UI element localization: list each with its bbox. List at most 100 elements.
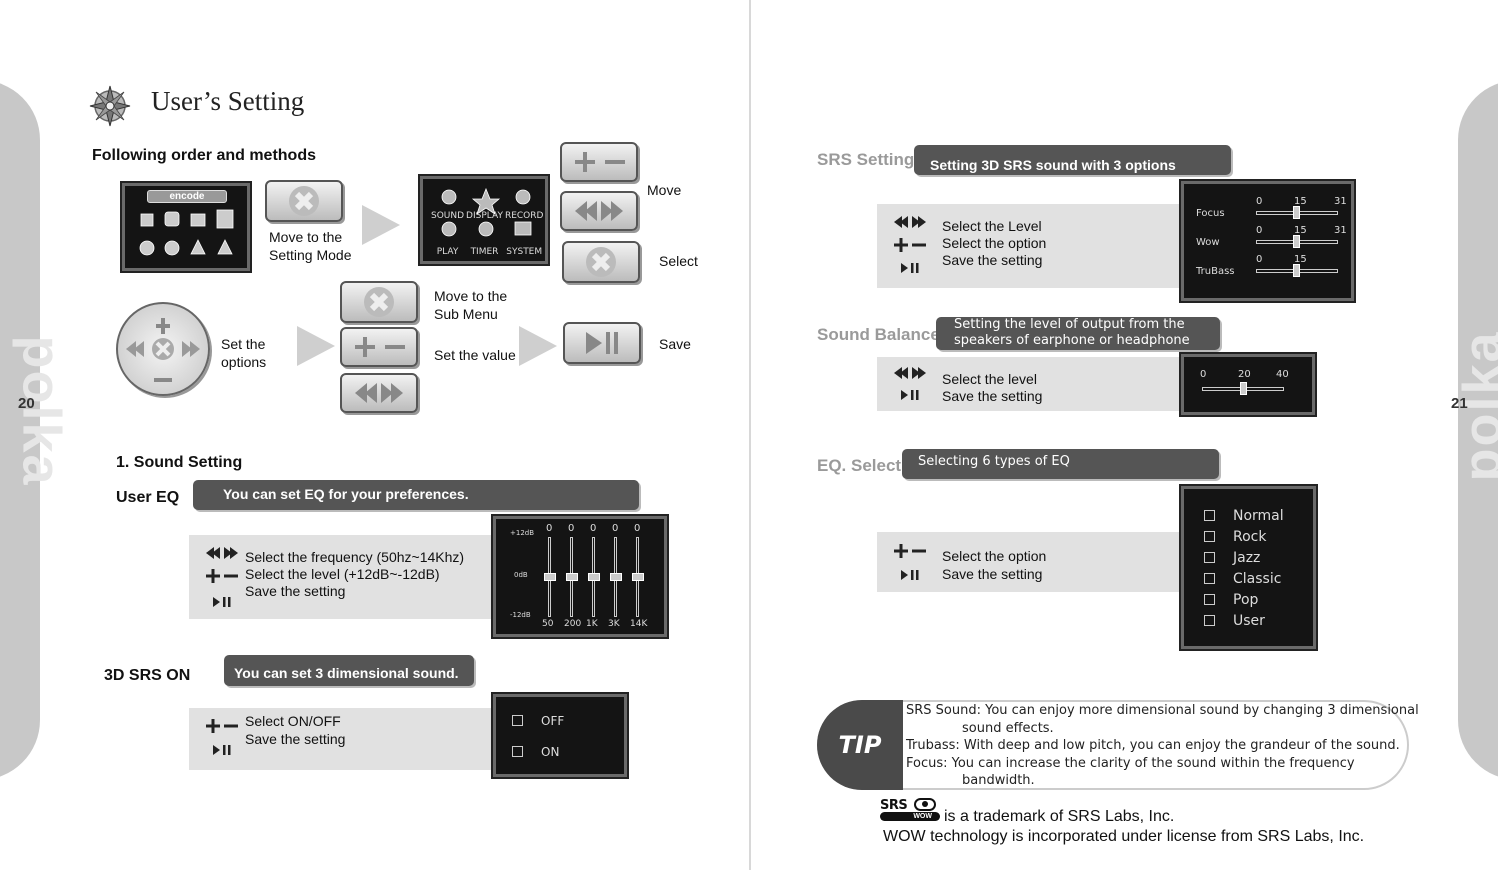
sound-balance-label: Sound Balance <box>817 325 940 344</box>
srs-slider-knob[interactable] <box>1292 264 1300 277</box>
eq-option-rock[interactable]: Rock <box>1204 526 1284 547</box>
eq-option-classic[interactable]: Classic <box>1204 568 1284 589</box>
compass-icon <box>88 84 132 133</box>
tip-line-2: sound effects. <box>962 720 1054 736</box>
menu-item-system: SYSTEM <box>506 247 543 257</box>
eq-option-pop[interactable]: Pop <box>1204 589 1284 610</box>
eq-select-control-icons <box>894 544 926 580</box>
left-page-number: 20 <box>18 395 35 412</box>
srs-slider-knob[interactable] <box>1292 235 1300 248</box>
select-icon <box>289 186 319 216</box>
sound-balance-line-2: Save the setting <box>942 388 1043 404</box>
eq-option-jazz[interactable]: Jazz <box>1204 547 1284 568</box>
srs-on-line-2: Save the setting <box>245 731 346 747</box>
srs-option-on-label: ON <box>541 744 560 759</box>
play-pause-button[interactable] <box>563 322 641 364</box>
balance-tick-40: 40 <box>1276 369 1289 380</box>
eq-band-knob[interactable] <box>566 573 578 581</box>
eq-band-top-value: 0 <box>634 523 641 534</box>
arrow-right-icon <box>297 326 335 366</box>
srs-slider-mid: 15 <box>1294 254 1307 265</box>
eq-option-user[interactable]: User <box>1204 610 1284 631</box>
srs-on-control-icons <box>206 719 238 755</box>
tip-line-5: bandwidth. <box>962 773 1035 788</box>
plus-minus-button[interactable] <box>560 142 638 182</box>
srs-logo-icon <box>914 798 936 811</box>
srs-on-screen: OFF ON <box>491 692 629 779</box>
eq-band-top-value: 0 <box>546 523 553 534</box>
eq-band-top-value: 0 <box>568 523 575 534</box>
eq-select-screen: Normal Rock Jazz Classic Pop User <box>1179 484 1318 651</box>
menu-item-record: RECORD <box>504 211 544 221</box>
sound-balance-line-1: Select the level <box>942 371 1037 387</box>
label-move: Move <box>647 182 682 198</box>
user-eq-line-1: Select the frequency (50hz~14Khz) <box>245 549 465 565</box>
sound-balance-control-icons <box>894 367 926 400</box>
eq-select-line-1: Select the option <box>942 548 1047 564</box>
srs-on-line-1: Select ON/OFF <box>245 713 341 729</box>
tip-box <box>817 700 1409 790</box>
eq-band-label: 50 <box>542 619 554 629</box>
page-title: User’s Setting <box>151 86 305 116</box>
srs-slider-min: 0 <box>1256 196 1263 207</box>
eq-option-normal-label: Normal <box>1233 507 1284 524</box>
eq-band-knob[interactable] <box>610 573 622 581</box>
eq-select-line-2: Save the setting <box>942 566 1043 582</box>
label-move-to-setting: Move to the Setting Mode <box>269 229 352 263</box>
user-eq-line-2: Select the level (+12dB~-12dB) <box>245 566 440 582</box>
rewind-forward-icon <box>355 383 403 403</box>
srs-slider-name: Wow <box>1196 237 1220 248</box>
balance-knob[interactable] <box>1240 382 1247 395</box>
srs-option-on[interactable]: ON <box>512 741 559 762</box>
plus-minus-button-2[interactable] <box>340 327 418 367</box>
joystick-control[interactable] <box>116 302 210 396</box>
menu-item-sound: SOUND <box>431 211 465 221</box>
user-eq-line-3: Save the setting <box>245 583 346 599</box>
eq-band-knob[interactable] <box>544 573 556 581</box>
srs-slider-knob[interactable] <box>1292 206 1300 219</box>
sound-setting-heading: 1. Sound Setting <box>116 454 243 471</box>
eq-option-jazz-label: Jazz <box>1233 549 1261 566</box>
eq-band-label: 1K <box>586 619 598 629</box>
srs-wow-logo: SRS WOW <box>880 798 940 822</box>
tip-line-3: Trubass: With deep and low pitch, you ca… <box>906 738 1400 753</box>
eq-option-normal[interactable]: Normal <box>1204 505 1284 526</box>
select-button[interactable] <box>265 180 343 222</box>
eq-band-50[interactable]: 0 50 <box>542 519 558 634</box>
eq-band-top-value: 0 <box>612 523 619 534</box>
sound-menu-screen: SOUND DISPLAY RECORD PLAY TIMER SYSTEM <box>418 174 550 266</box>
label-save: Save <box>659 336 691 352</box>
right-edge-tab <box>1458 80 1498 780</box>
wow-logo-text: WOW <box>880 812 940 821</box>
page-divider <box>749 0 751 870</box>
balance-tick-20: 20 <box>1238 369 1251 380</box>
eq-option-user-label: User <box>1233 612 1265 629</box>
select-button-2[interactable] <box>562 241 640 283</box>
select-button-3[interactable] <box>340 281 418 323</box>
srs-slider-name: Focus <box>1196 208 1225 219</box>
eq-option-pop-label: Pop <box>1233 591 1259 608</box>
eq-band-knob[interactable] <box>588 573 600 581</box>
eq-option-classic-label: Classic <box>1233 570 1282 587</box>
tip-line-1: SRS Sound: You can enjoy more dimensiona… <box>906 703 1419 718</box>
rewind-forward-button[interactable] <box>560 191 638 231</box>
sound-balance-banner: Setting the level of output from the spe… <box>936 317 1220 350</box>
rewind-forward-button-2[interactable] <box>340 373 418 413</box>
srs-on-panel <box>189 708 495 770</box>
srs-setting-label: SRS Setting <box>817 150 915 169</box>
srs-slider-name: TruBass <box>1196 266 1235 277</box>
eq-band-knob[interactable] <box>632 573 644 581</box>
srs-option-off-label: OFF <box>541 713 565 728</box>
srs-option-off[interactable]: OFF <box>512 710 564 731</box>
right-page-number: 21 <box>1451 395 1468 412</box>
